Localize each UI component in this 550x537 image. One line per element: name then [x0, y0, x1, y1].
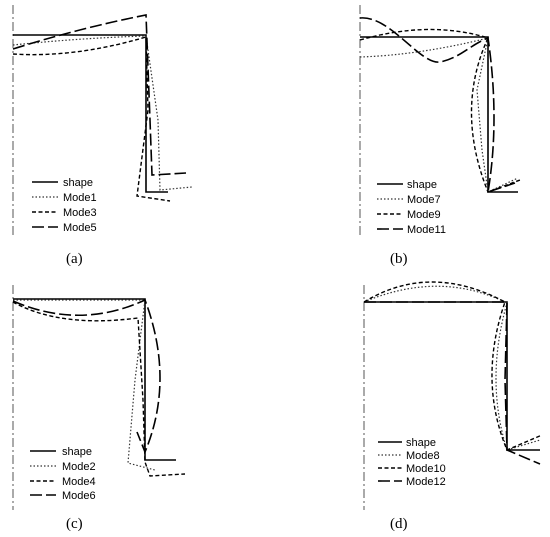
- legend-label: Mode4: [62, 476, 96, 488]
- undeformed-shape: [364, 301, 540, 451]
- legend-a: shape Mode1 Mode3 Mode5: [32, 177, 97, 234]
- mode-curve-long-dash: [12, 14, 187, 176]
- panel-caption: (b): [390, 251, 408, 267]
- mode-curve-dotted: [363, 285, 541, 451]
- legend-label: Mode12: [406, 476, 446, 488]
- legend-b: shape Mode7 Mode9 Mode11: [377, 179, 446, 236]
- undeformed-shape: [13, 34, 168, 193]
- panel-caption: (a): [66, 251, 83, 267]
- panel-d: shape Mode8 Mode10 Mode12 (d): [363, 281, 543, 532]
- legend-label: shape: [406, 437, 436, 449]
- panel-caption: (d): [390, 516, 408, 532]
- mode-curve-long-dash: [12, 298, 161, 455]
- legend-c: shape Mode2 Mode4 Mode6: [30, 446, 96, 502]
- legend-label: Mode5: [63, 222, 97, 234]
- legend-label: shape: [407, 179, 437, 191]
- mode-curve-dashed: [12, 36, 171, 202]
- legend-label: shape: [63, 177, 93, 189]
- mode-curve-long-dash: [364, 301, 541, 465]
- panel-c: shape Mode2 Mode4 Mode6 (c): [12, 285, 186, 532]
- legend-label: Mode9: [407, 209, 441, 221]
- legend-label: Mode6: [62, 490, 96, 502]
- mode-curve-dashed: [12, 301, 186, 477]
- mode-curve-long-dash: [359, 17, 516, 194]
- legend-label: Mode10: [406, 463, 446, 475]
- undeformed-shape: [360, 36, 518, 193]
- legend-label: Mode8: [406, 450, 440, 462]
- panel-a: shape Mode1 Mode3 Mode5 (a): [12, 5, 193, 267]
- mode-curve-dashed: [359, 28, 521, 193]
- mode-curve-dotted: [12, 35, 193, 191]
- legend-label: Mode2: [62, 461, 96, 473]
- panel-caption: (c): [66, 516, 83, 532]
- legend-label: Mode1: [63, 192, 97, 204]
- panel-b: shape Mode7 Mode9 Mode11 (b): [359, 5, 521, 267]
- undeformed-shape: [13, 298, 176, 461]
- legend-label: Mode11: [407, 224, 446, 236]
- mode-curve-dotted: [359, 37, 519, 193]
- mode-curve-dotted: [13, 299, 156, 471]
- legend-label: Mode3: [63, 207, 97, 219]
- legend-label: shape: [62, 446, 92, 458]
- legend-label: Mode7: [407, 194, 441, 206]
- legend-d: shape Mode8 Mode10 Mode12: [378, 437, 446, 488]
- mode-curve-dashed: [363, 281, 543, 451]
